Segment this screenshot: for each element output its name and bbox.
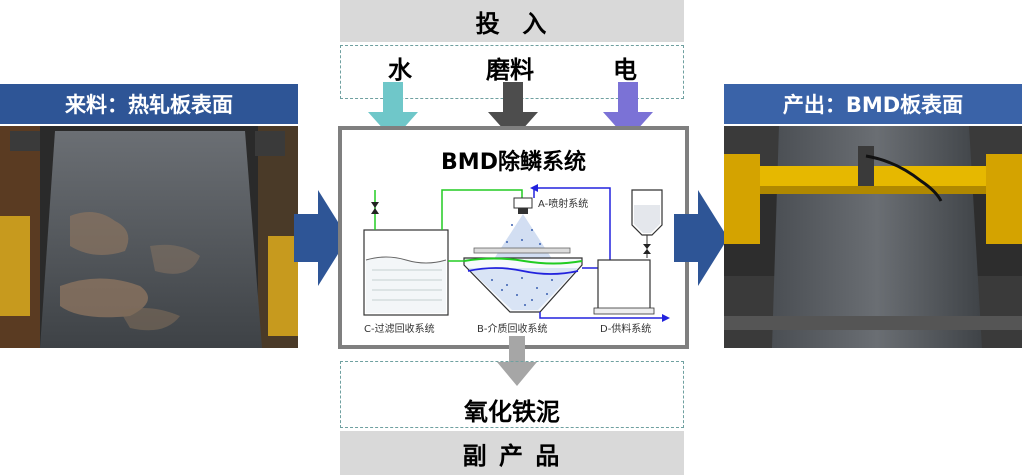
inputs-band: 投 入 (340, 0, 684, 42)
nozzle-a (513, 197, 533, 209)
output-label-bar: 产出：BMD板表面 (724, 84, 1022, 124)
bmd-plate-image (724, 126, 1022, 348)
flow-arrow-in (294, 190, 348, 286)
byproduct-band-label: 副 产 品 (462, 441, 562, 470)
label-a: A-喷射系统 (538, 199, 589, 210)
abrasive-arrow-icon (488, 82, 538, 140)
incoming-label-bar: 来料：热轧板表面 (0, 84, 298, 124)
flow-arrow-out (674, 190, 728, 286)
water-arrow-icon (368, 82, 418, 140)
output-label: 产出：BMD板表面 (782, 93, 964, 117)
byproduct-label: 氧化铁泥 (464, 398, 560, 426)
input-arrows (368, 82, 653, 140)
byproduct-dashed-box (340, 361, 684, 428)
flow-arrow-out-icon (674, 190, 728, 286)
input-electricity-label: 电 (613, 56, 637, 84)
inputs-band-label: 投 入 (475, 9, 549, 38)
bmd-system-box: BMD除鳞系统 (338, 126, 689, 349)
system-title: BMD除鳞系统 (441, 150, 586, 175)
input-water-label: 水 (388, 56, 412, 84)
label-d: D-供料系统 (600, 324, 652, 335)
output-photo (724, 126, 1022, 348)
electricity-arrow-icon (603, 82, 653, 140)
system-schematic (363, 184, 670, 322)
feeder-d (597, 259, 651, 311)
incoming-photo (0, 126, 298, 348)
byproduct-band: 副 产 品 (340, 431, 684, 475)
hot-rolled-plate-image (0, 126, 298, 348)
incoming-label: 来料：热轧板表面 (65, 93, 233, 117)
input-abrasive-label: 磨料 (486, 56, 534, 84)
flow-arrow-in-icon (294, 190, 348, 286)
label-c: C-过滤回收系统 (364, 324, 435, 335)
label-b: B-介质回收系统 (477, 324, 548, 335)
